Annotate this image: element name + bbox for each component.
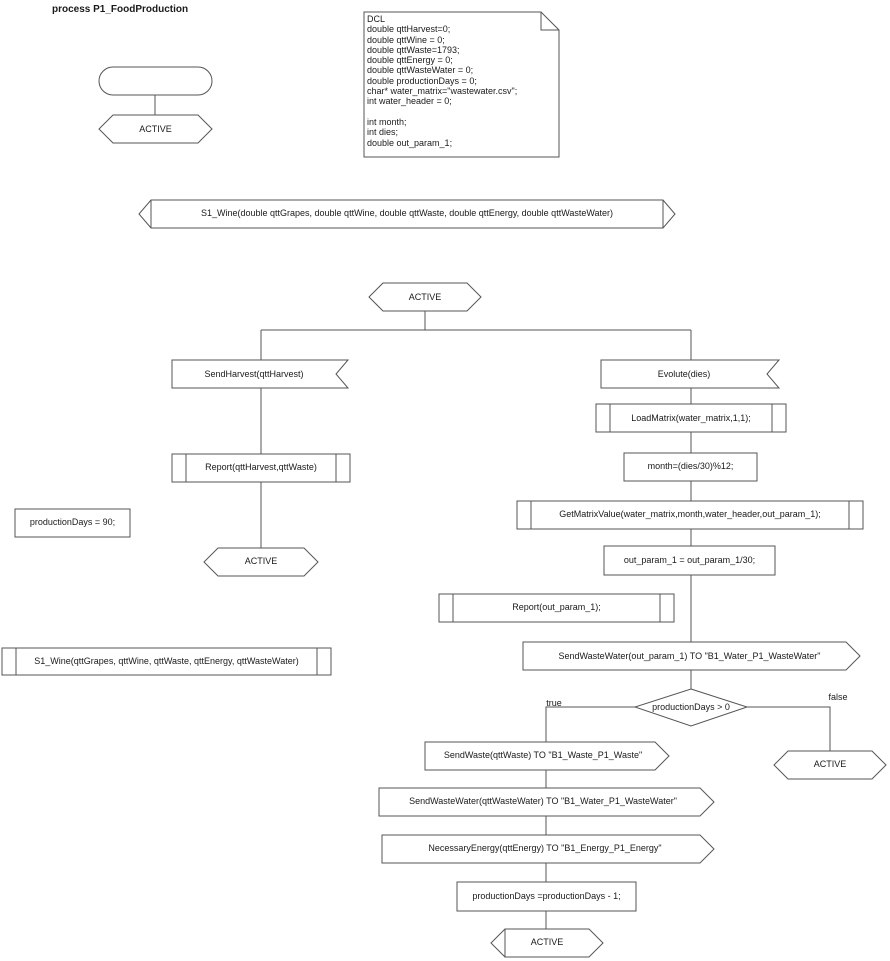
connector-true bbox=[545, 706, 635, 742]
task-box[interactable] bbox=[171, 453, 351, 483]
start-symbol[interactable] bbox=[98, 66, 213, 96]
procedure-signature-label: S1_Wine(double qttGrapes, double qttWine… bbox=[200, 208, 614, 218]
get-matrix-value-label: GetMatrixValue(water_matrix,month,water_… bbox=[559, 509, 821, 519]
start-state-label: ACTIVE bbox=[139, 124, 172, 134]
input-signal-symbol[interactable] bbox=[171, 359, 350, 389]
load-matrix-box[interactable] bbox=[595, 403, 787, 433]
get-matrix-value-box[interactable] bbox=[516, 500, 864, 530]
connector-false bbox=[747, 706, 831, 751]
active-state-label: ACTIVE bbox=[408, 292, 442, 302]
note-fold bbox=[540, 12, 559, 31]
output-signal-symbol[interactable] bbox=[522, 641, 861, 671]
decrement-task-box[interactable] bbox=[456, 881, 637, 912]
state-symbol-active[interactable] bbox=[368, 282, 482, 312]
send-waste-water-label: SendWasteWater(qttWasteWater) TO "B1_Wat… bbox=[409, 796, 677, 806]
declarations-text: DCL double qttHarvest=0; double qttWine … bbox=[367, 14, 518, 148]
decrement-label: productionDays =productionDays - 1; bbox=[472, 891, 621, 901]
divide-task-label: out_param_1 = out_param_1/30; bbox=[623, 555, 756, 565]
month-task-label: month=(dies/30)%12; bbox=[647, 461, 734, 471]
false-label: false bbox=[828, 692, 848, 702]
send-waste-label: SendWaste(qttWaste) TO "B1_Waste_P1_Wast… bbox=[443, 750, 643, 760]
divide-task-box[interactable] bbox=[603, 545, 776, 576]
input-signal-symbol-evolute[interactable] bbox=[600, 359, 781, 389]
evolute-label: Evolute(dies) bbox=[657, 369, 711, 379]
month-task-box[interactable] bbox=[623, 452, 758, 482]
send-water-label: SendWasteWater(out_param_1) TO "B1_Water… bbox=[558, 651, 821, 661]
true-label: true bbox=[546, 698, 562, 708]
declaration-note bbox=[363, 11, 560, 158]
load-matrix-label: LoadMatrix(water_matrix,1,1); bbox=[631, 413, 751, 423]
procedure-call-label: S1_Wine(qttGrapes, qttWine, qttWaste, qt… bbox=[34, 656, 299, 666]
report-out-param-box[interactable] bbox=[438, 593, 675, 623]
false-state-label: ACTIVE bbox=[813, 759, 847, 769]
output-signal-symbol[interactable] bbox=[381, 834, 715, 864]
state-symbol[interactable] bbox=[98, 114, 213, 144]
state-symbol-false[interactable] bbox=[773, 750, 887, 780]
report-out-param-label: Report(out_param_1); bbox=[512, 602, 601, 612]
send-harvest-label: SendHarvest(qttHarvest) bbox=[204, 369, 304, 379]
init-task-box[interactable] bbox=[14, 508, 131, 538]
procedure-call-box[interactable] bbox=[1, 647, 332, 676]
state-symbol-final[interactable] bbox=[490, 928, 604, 958]
process-title: process P1_FoodProduction bbox=[52, 4, 189, 15]
init-task-label: productionDays = 90; bbox=[29, 517, 116, 527]
left-next-state-label: ACTIVE bbox=[244, 556, 278, 566]
decision-symbol[interactable] bbox=[633, 688, 749, 727]
output-signal-symbol[interactable] bbox=[424, 741, 670, 771]
state-symbol-next[interactable] bbox=[203, 547, 319, 577]
decision-label: productionDays > 0 bbox=[652, 702, 730, 712]
final-state-label: ACTIVE bbox=[530, 937, 564, 947]
energy-label: NecessaryEnergy(qttEnergy) TO "B1_Energy… bbox=[428, 843, 662, 853]
report-harvest-label: Report(qttHarvest,qttWaste) bbox=[205, 462, 317, 472]
output-signal-symbol[interactable] bbox=[378, 787, 715, 817]
